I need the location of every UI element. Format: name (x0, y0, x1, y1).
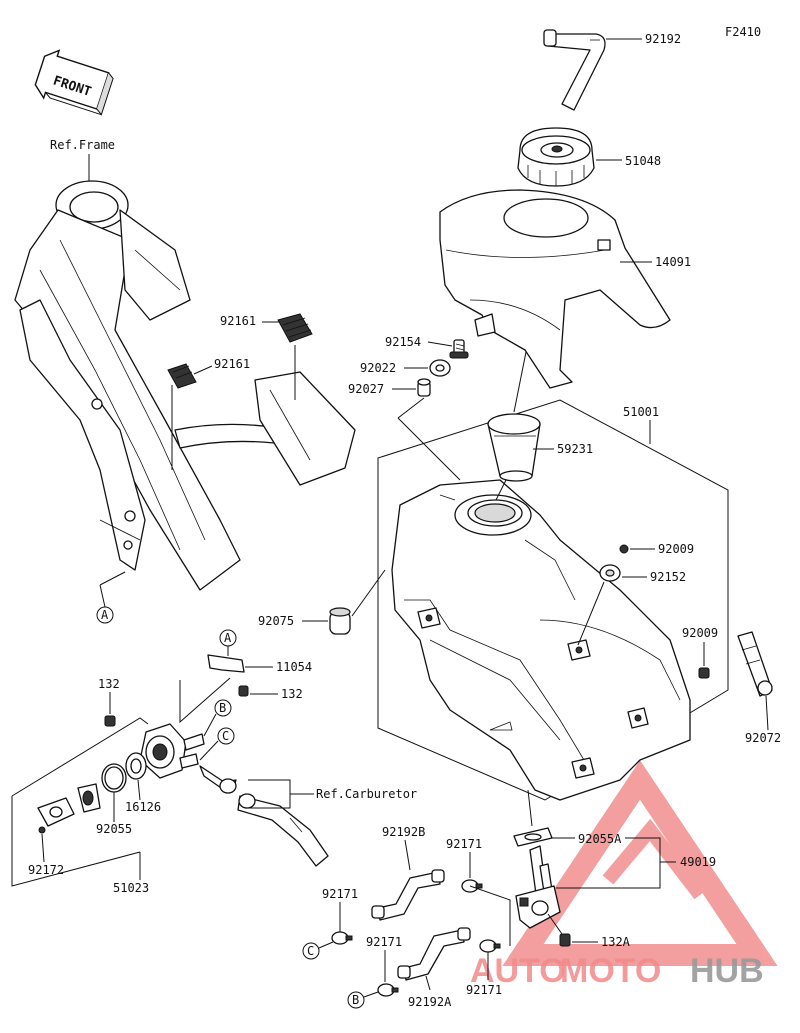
bolt-92154 (449, 339, 469, 359)
breather-hose-92192 (543, 29, 606, 111)
callout-a-bracket: A (224, 631, 232, 645)
fuel-cock-body (139, 723, 205, 779)
fuel-valve-assy (515, 845, 561, 929)
bracket-11054 (207, 654, 245, 673)
label-51048: 51048 (625, 154, 661, 168)
filter-59231 (487, 413, 541, 482)
clamp-92171-b (331, 931, 353, 945)
ref-frame-label: Ref.Frame (50, 138, 115, 152)
label-92022: 92022 (360, 361, 396, 375)
fuel-hose-92192A (397, 927, 471, 981)
label-92152: 92152 (650, 570, 686, 584)
bolt-92009-lower (698, 667, 710, 679)
clamp-92171-a (461, 879, 483, 893)
rubber-cushion-92161-a (277, 313, 313, 343)
clamp-92171-c (377, 983, 399, 997)
label-92192: 92192 (645, 32, 681, 46)
label-92192B: 92192B (382, 825, 425, 839)
figure-code: F2410 (725, 25, 761, 39)
band-92072 (737, 631, 773, 697)
label-92154: 92154 (385, 335, 421, 349)
bolt-132-upper (238, 685, 249, 697)
damper-92075 (329, 607, 351, 635)
label-132A: 132A (601, 935, 631, 949)
label-92055: 92055 (96, 822, 132, 836)
label-49019: 49019 (680, 855, 716, 869)
collar-92027 (417, 378, 431, 397)
callout-b-line: B (352, 993, 359, 1007)
carb-hose (199, 765, 329, 867)
bolt-92009-upper (619, 544, 629, 554)
label-16126: 16126 (125, 800, 161, 814)
label-92072: 92072 (745, 731, 781, 745)
gasket-92055 (101, 763, 127, 793)
label-92171-a: 92171 (446, 837, 482, 851)
label-51001: 51001 (623, 405, 659, 419)
label-92009-upper: 92009 (658, 542, 694, 556)
rubber-cushion-92161-b (167, 363, 197, 389)
front-arrow-icon (34, 49, 114, 116)
callout-a-frame: A (101, 608, 109, 622)
watermark-logo (502, 760, 778, 966)
frame-drawing (14, 180, 356, 591)
knob-16126 (125, 752, 147, 780)
label-92075: 92075 (258, 614, 294, 628)
fuel-cap-51048 (517, 127, 595, 187)
label-92009-lower: 92009 (682, 626, 718, 640)
gasket-92055A (513, 827, 553, 847)
label-92171-c: 92171 (366, 935, 402, 949)
label-132-right: 132 (281, 687, 303, 701)
label-92055A: 92055A (578, 832, 622, 846)
label-11054: 11054 (276, 660, 312, 674)
lever-plate (77, 783, 101, 813)
watermark-text-auto: AUTO (470, 952, 566, 990)
label-92027: 92027 (348, 382, 384, 396)
label-51023: 51023 (113, 881, 149, 895)
watermark-text-hub: HUB (690, 952, 764, 990)
label-92171-d: 92171 (466, 983, 502, 997)
bolt-132-left (104, 715, 116, 727)
label-92161-mid: 92161 (214, 357, 250, 371)
label-14091: 14091 (655, 255, 691, 269)
callout-b-cock: B (219, 701, 226, 715)
label-92192A: 92192A (408, 995, 452, 1009)
ref-carburetor-label: Ref.Carburetor (316, 787, 417, 801)
bolt-132A (559, 933, 571, 947)
callout-c-line: C (307, 944, 314, 958)
label-132-left: 132 (98, 677, 120, 691)
fuel-hose-92192B (371, 869, 445, 921)
screw-92172 (38, 826, 46, 834)
tank-cover-14091 (439, 189, 671, 389)
fuel-tank-51001 (391, 479, 691, 801)
washer-92152 (599, 564, 621, 582)
cover-plate (37, 797, 75, 827)
washer-92022 (429, 359, 451, 377)
watermark-text-moto: MOTO (560, 952, 661, 990)
clamp-92171-d (479, 939, 501, 953)
label-92171-b: 92171 (322, 887, 358, 901)
label-59231: 59231 (557, 442, 593, 456)
label-92172: 92172 (28, 863, 64, 877)
callout-c-cock: C (222, 729, 229, 743)
label-92161-top: 92161 (220, 314, 256, 328)
